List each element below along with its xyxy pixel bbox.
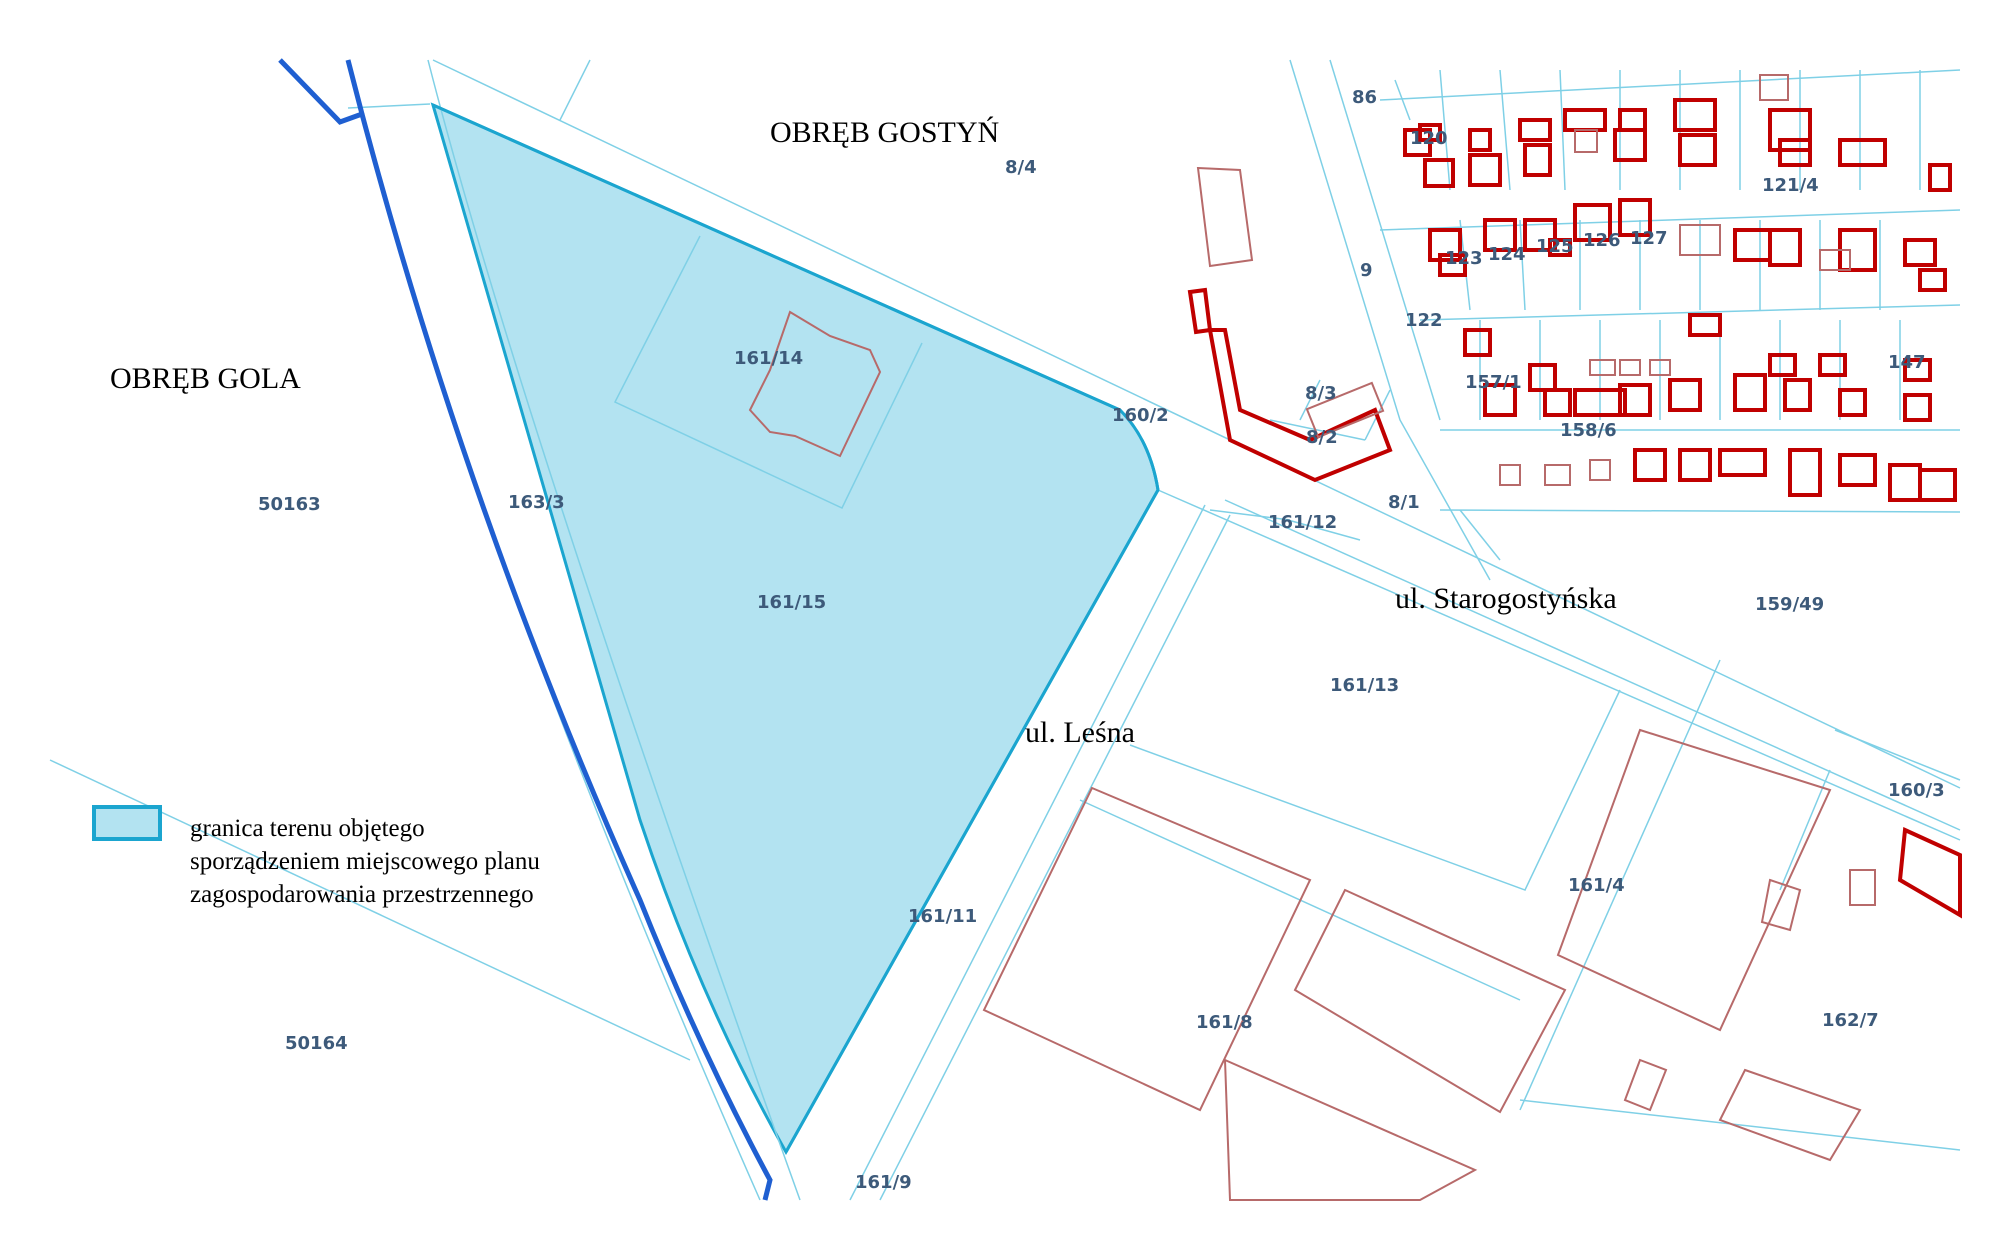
parcel-label: 161/13: [1330, 675, 1400, 696]
legend-label-study-area: granica terenu objętego sporządzeniem mi…: [190, 815, 540, 908]
parcel-label: 161/12: [1268, 512, 1338, 533]
parcel-label: 121/4: [1762, 175, 1819, 196]
parcel-label: 158/6: [1560, 420, 1617, 441]
buildings-southeast: [982, 166, 1862, 1201]
parcel-label: 124: [1488, 244, 1526, 265]
study-area: [430, 102, 1160, 1156]
parcel-label: 50164: [285, 1033, 348, 1054]
parcel-label: 127: [1630, 228, 1668, 249]
parcel-label: 160/2: [1112, 405, 1169, 426]
street-label-starogostynska: ul. Starogostyńska: [1395, 582, 1617, 615]
parcel-label: 161/15: [757, 592, 827, 613]
street-label-lesna: ul. Leśna: [1025, 716, 1135, 749]
legend-swatch-study-area: [92, 805, 162, 841]
study-area-outline: [432, 103, 1160, 1153]
parcel-label: 86: [1352, 87, 1378, 108]
buildings-residential: [1187, 98, 1962, 919]
parcel-label: 160/3: [1888, 780, 1945, 801]
parcel-label: 161/11: [908, 906, 978, 927]
parcel-label: 126: [1583, 230, 1621, 251]
building-161-14: [748, 310, 882, 458]
parcel-label: 161/8: [1196, 1012, 1253, 1033]
buildings-old: [1305, 74, 1876, 906]
precinct-label-gostyn: OBRĘB GOSTYŃ: [770, 116, 1000, 149]
parcel-label: 8/2: [1306, 427, 1338, 448]
parcel-label: 157/1: [1465, 372, 1522, 393]
parcel-label: 161/14: [734, 348, 804, 369]
parcel-label: 147: [1888, 352, 1926, 373]
parcel-label: 122: [1405, 310, 1443, 331]
parcel-label: 162/7: [1822, 1010, 1879, 1031]
parcel-label: 9: [1360, 260, 1373, 281]
parcel-label: 161/4: [1568, 875, 1625, 896]
precinct-label-gola: OBRĘB GOLA: [110, 362, 301, 395]
parcel-label: 125: [1536, 236, 1574, 257]
parcel-label: 120: [1410, 128, 1448, 149]
parcel-label: 123: [1445, 248, 1483, 269]
parcel-label: 163/3: [508, 492, 565, 513]
parcel-label: 159/49: [1755, 594, 1825, 615]
parcel-label: 50163: [258, 494, 321, 515]
precinct-boundary: [278, 58, 773, 1201]
parcel-label: 8/4: [1005, 157, 1037, 178]
parcel-label: 161/9: [855, 1172, 912, 1193]
parcel-label: 8/1: [1388, 492, 1420, 513]
parcel-label: 8/3: [1305, 383, 1337, 404]
